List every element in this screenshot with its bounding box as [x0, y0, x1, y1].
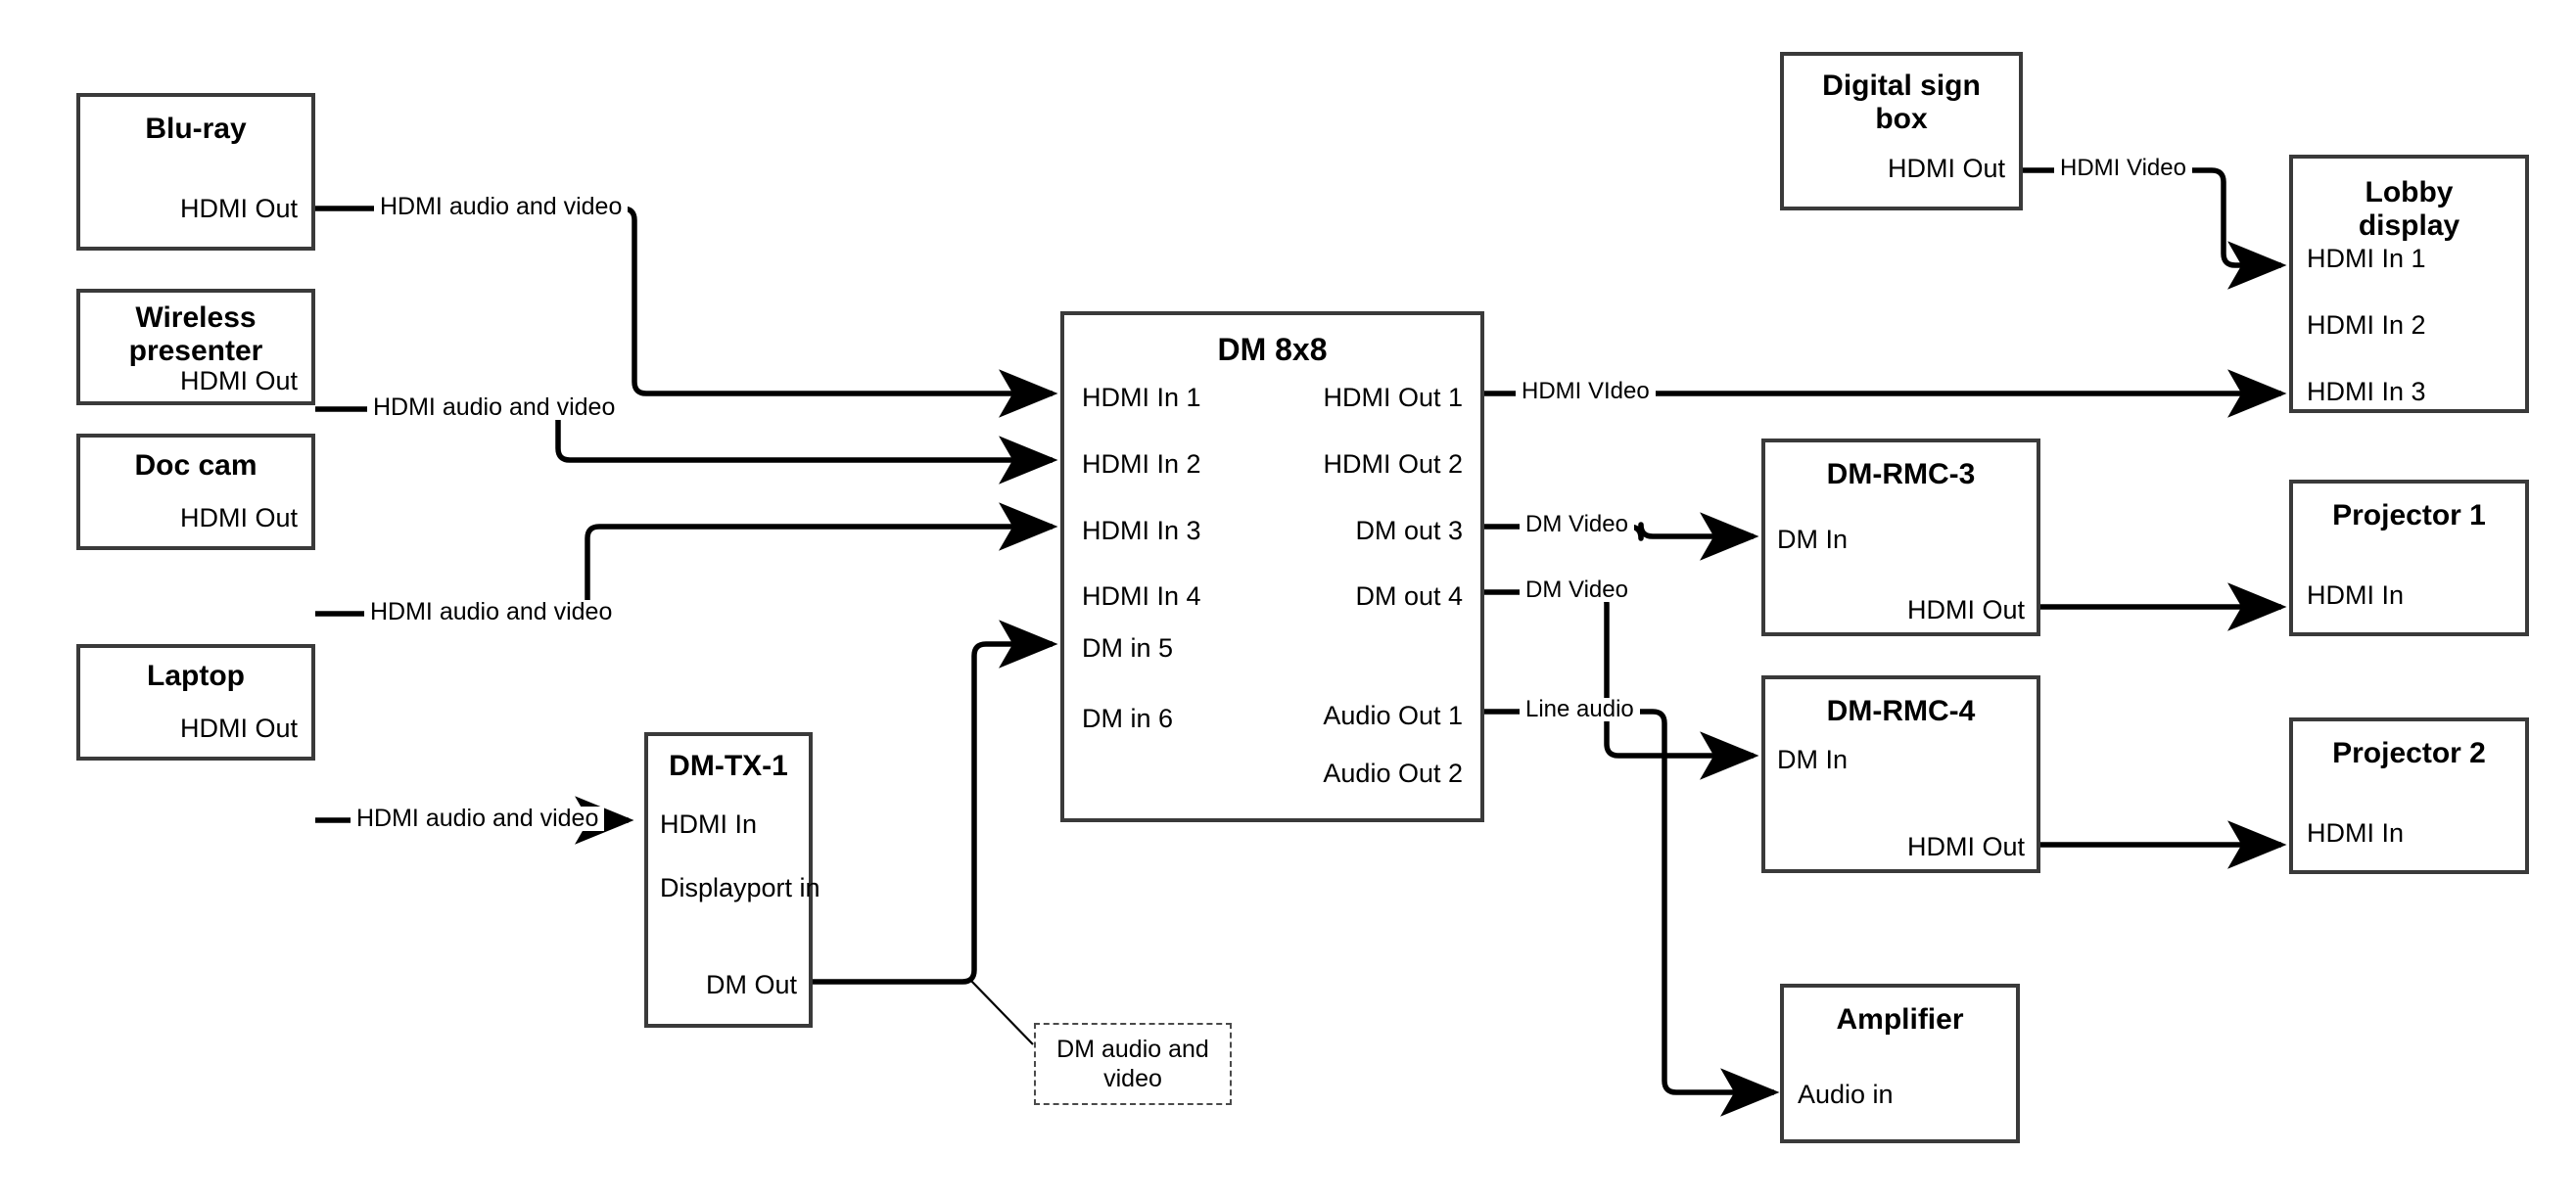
node-dm-8x8-output-dm-out-4: DM out 4: [1355, 581, 1463, 611]
node-lobby-display-port-hdmi-in-3: HDMI In 3: [2307, 377, 2426, 406]
wire-label-line-audio: Line audio: [1520, 698, 1640, 721]
node-amplifier[interactable]: Amplifier Audio in: [1780, 984, 2020, 1143]
node-bluray-port-hdmi-out: HDMI Out: [179, 194, 298, 223]
node-projector-2-title: Projector 2: [2332, 737, 2486, 769]
node-digital-sign-box-port-hdmi-out: HDMI Out: [1887, 154, 2005, 183]
wire-label-laptop: HDMI audio and video: [351, 807, 605, 831]
node-projector-1-port-hdmi-in: HDMI In: [2307, 580, 2405, 610]
node-dm-tx-1-port-dm-out: DM Out: [705, 970, 797, 999]
node-dm-8x8-input-hdmi-in-3: HDMI In 3: [1082, 516, 1201, 545]
node-bluray-title: Blu-ray: [145, 113, 247, 145]
node-doc-cam-title: Doc cam: [134, 449, 258, 482]
node-dm-rmc-4[interactable]: DM-RMC-4 DM In HDMI Out: [1761, 675, 2040, 873]
callout-dm-audio-and-video: DM audio and video: [1034, 1023, 1232, 1105]
node-lobby-display[interactable]: Lobby display HDMI In 1 HDMI In 2 HDMI I…: [2289, 155, 2529, 413]
callout-text: DM audio and video: [1056, 1036, 1209, 1092]
wire-dmtx1-to-dm8x8: [813, 620, 1058, 985]
node-dm-8x8-input-hdmi-in-1: HDMI In 1: [1082, 383, 1201, 412]
wire-dm8x8-audioout1-to-amplifier: [1484, 709, 1780, 1117]
node-digital-sign-box[interactable]: Digital sign box HDMI Out: [1780, 52, 2023, 210]
node-laptop[interactable]: Laptop HDMI Out: [76, 644, 315, 761]
wire-label-dm-hdmiout1: HDMI VIdeo: [1516, 380, 1656, 403]
node-wireless-presenter-port-hdmi-out: HDMI Out: [179, 366, 298, 395]
node-laptop-title: Laptop: [147, 660, 245, 692]
node-projector-1[interactable]: Projector 1 HDMI In: [2289, 480, 2529, 636]
node-dm-rmc-3-title: DM-RMC-3: [1826, 458, 1976, 490]
callout-leader-line: [968, 978, 1034, 1045]
node-dm-8x8-output-hdmi-out-1: HDMI Out 1: [1323, 383, 1463, 412]
node-lobby-display-port-hdmi-in-1: HDMI In 1: [2307, 244, 2426, 273]
node-digital-sign-box-title: Digital sign box: [1822, 69, 1981, 135]
node-lobby-display-title: Lobby display: [2358, 176, 2460, 242]
node-dm-tx-1-title: DM-TX-1: [669, 750, 788, 782]
node-projector-2-port-hdmi-in: HDMI In: [2307, 818, 2405, 848]
node-dm-8x8-input-dm-in-6: DM in 6: [1082, 704, 1174, 733]
node-doc-cam-port-hdmi-out: HDMI Out: [179, 503, 298, 532]
wire-bluray-to-dm8x8: [315, 206, 1058, 418]
node-dm-8x8-output-audio-out-2: Audio Out 2: [1323, 759, 1463, 788]
wire-signbox-to-lobby: [2022, 167, 2287, 290]
node-lobby-display-port-hdmi-in-2: HDMI In 2: [2307, 310, 2426, 340]
node-dm-8x8-output-audio-out-1: Audio Out 1: [1323, 701, 1463, 730]
node-dm-rmc-4-port-dm-in: DM In: [1777, 745, 1849, 774]
node-dm-rmc-4-port-hdmi-out: HDMI Out: [1906, 832, 2025, 861]
node-dm-8x8-title: DM 8x8: [1217, 332, 1328, 367]
node-dm-8x8-output-hdmi-out-2: HDMI Out 2: [1323, 449, 1463, 479]
node-laptop-port-hdmi-out: HDMI Out: [179, 714, 298, 743]
node-wireless-presenter[interactable]: Wireless presenter HDMI Out: [76, 289, 315, 405]
node-dm-rmc-3-port-hdmi-out: HDMI Out: [1906, 595, 2025, 624]
wire-label-wireless: HDMI audio and video: [367, 395, 622, 420]
node-dm-tx-1-port-displayport-in: Displayport in: [660, 873, 820, 902]
node-dm-8x8-output-dm-out-3: DM out 3: [1355, 516, 1463, 545]
node-dm-8x8-input-hdmi-in-2: HDMI In 2: [1082, 449, 1201, 479]
node-dm-tx-1[interactable]: DM-TX-1 HDMI In Displayport in DM Out: [644, 732, 820, 1028]
wire-label-doccam: HDMI audio and video: [364, 600, 619, 624]
node-amplifier-port-audio-in: Audio in: [1798, 1080, 1894, 1109]
node-dm-tx-1-port-hdmi-in: HDMI In: [660, 809, 758, 839]
node-dm-rmc-3[interactable]: DM-RMC-3 DM In HDMI Out: [1761, 439, 2040, 636]
wire-label-dmout4: DM Video: [1520, 578, 1634, 602]
wire-label-dmout3: DM Video: [1520, 513, 1634, 536]
node-bluray[interactable]: Blu-ray HDMI Out: [76, 93, 315, 251]
node-wireless-presenter-title: Wireless presenter: [128, 301, 263, 367]
node-projector-1-title: Projector 1: [2332, 499, 2486, 531]
node-amplifier-title: Amplifier: [1836, 1003, 1964, 1036]
wire-label-bluray: HDMI audio and video: [374, 195, 629, 219]
node-dm-8x8-input-hdmi-in-4: HDMI In 4: [1082, 581, 1201, 611]
wire-dm8x8-dmout4-to-rmc4: [1484, 589, 1759, 780]
node-dm-rmc-4-title: DM-RMC-4: [1826, 695, 1976, 727]
wire-label-signbox: HDMI Video: [2054, 157, 2192, 180]
node-doc-cam[interactable]: Doc cam HDMI Out: [76, 434, 315, 550]
node-dm-8x8[interactable]: DM 8x8 HDMI In 1 HDMI In 2 HDMI In 3 HDM…: [1060, 311, 1484, 822]
node-projector-2[interactable]: Projector 2 HDMI In: [2289, 717, 2529, 874]
node-dm-8x8-input-dm-in-5: DM in 5: [1082, 633, 1174, 663]
node-dm-rmc-3-port-dm-in: DM In: [1777, 525, 1849, 554]
